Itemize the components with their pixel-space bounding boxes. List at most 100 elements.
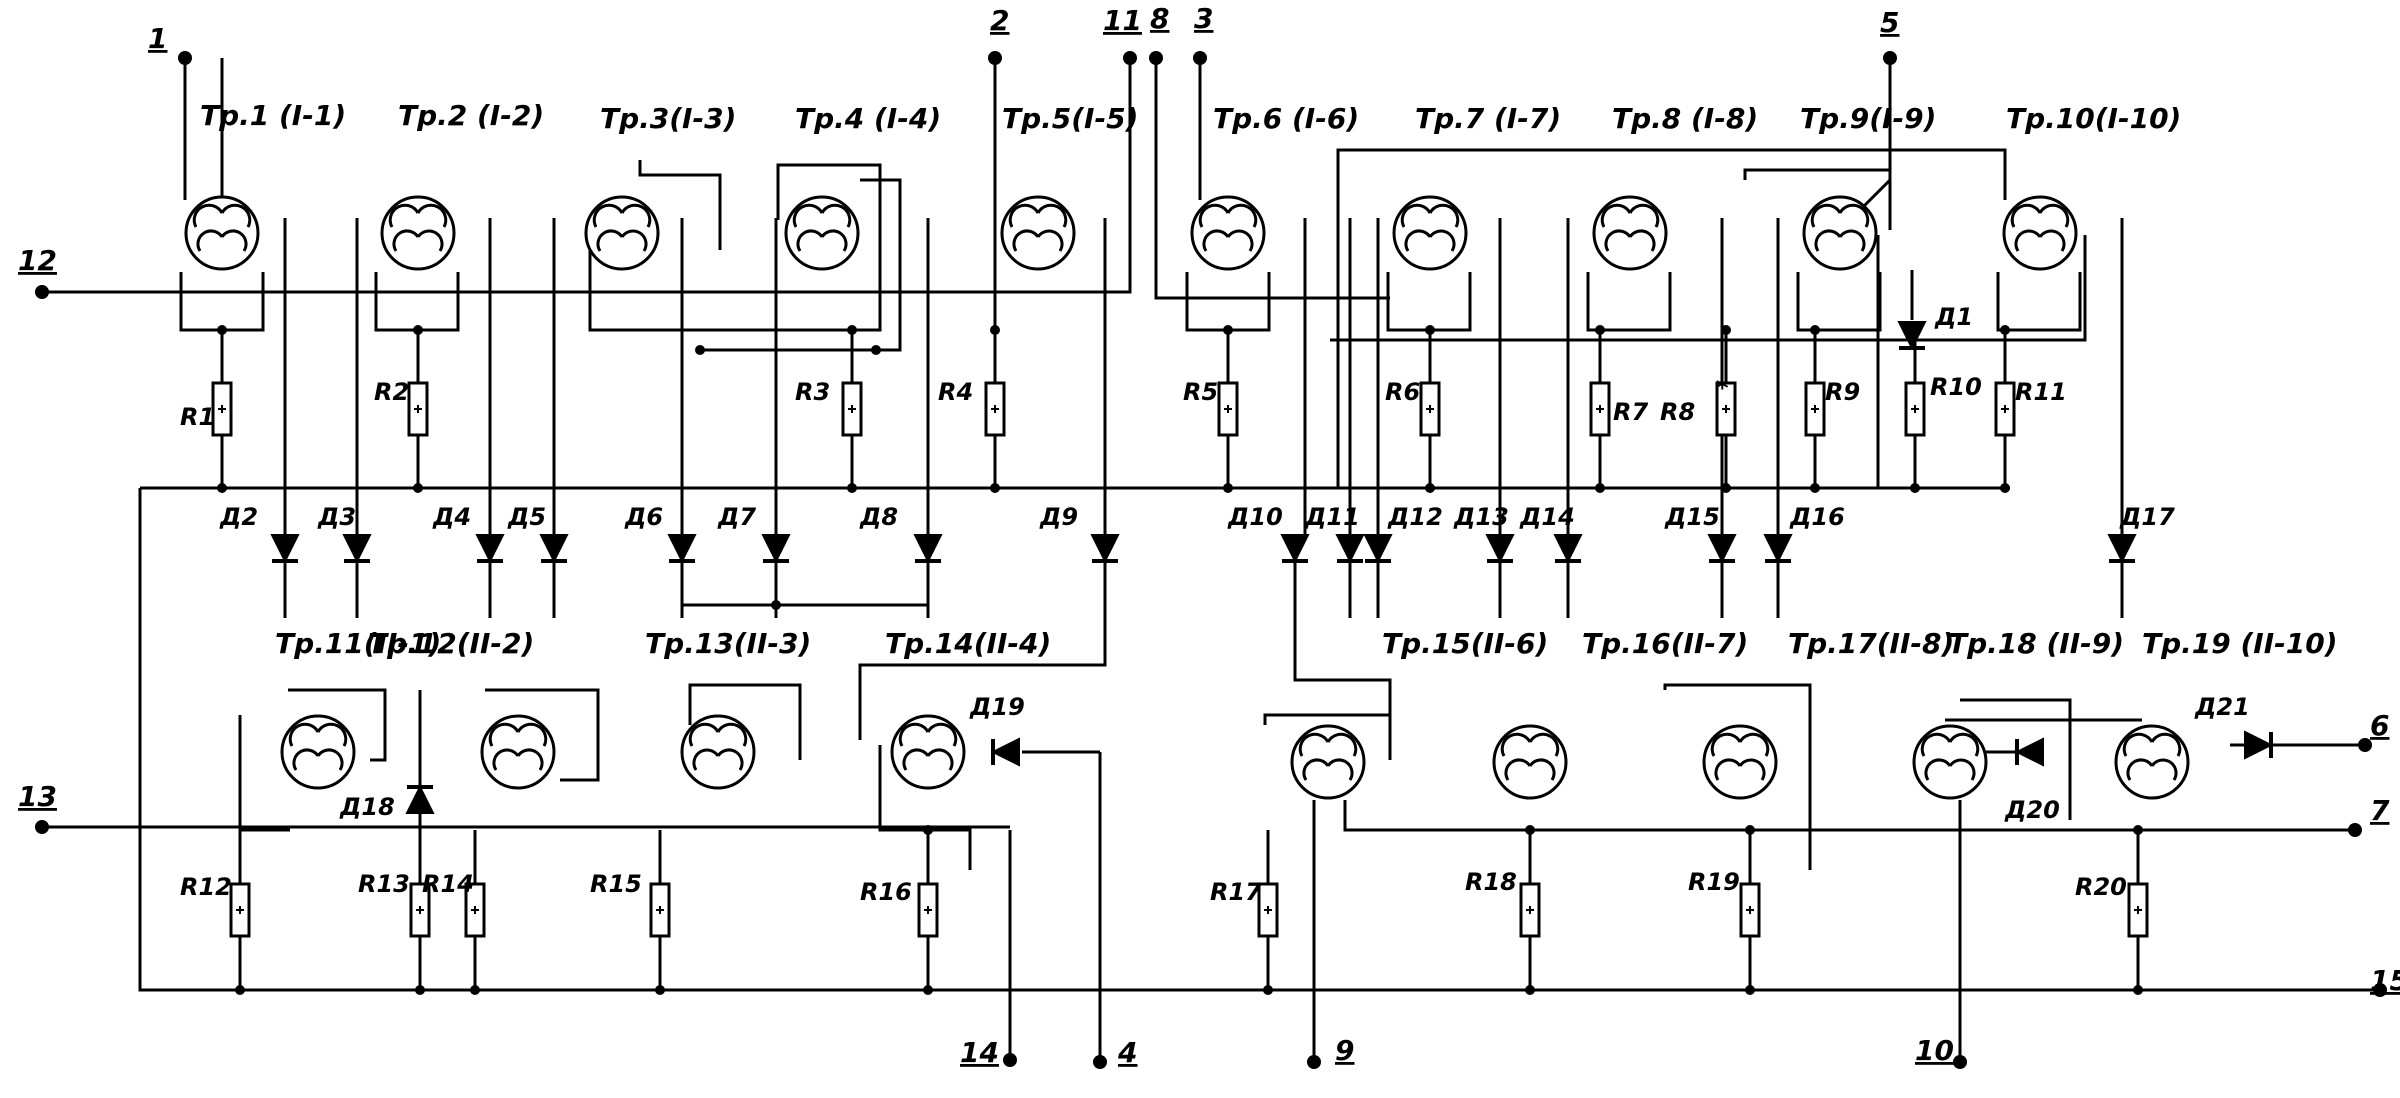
diode-d16 bbox=[1763, 534, 1793, 564]
diode-d12 bbox=[1363, 534, 1393, 564]
terminal-label: 14 bbox=[960, 1036, 999, 1069]
transistor-tr3 bbox=[584, 195, 660, 271]
resistor-r3 bbox=[841, 330, 863, 488]
diode-label: Д12 bbox=[1387, 503, 1443, 531]
resistor-r12 bbox=[229, 830, 251, 990]
resistor-r11 bbox=[1994, 330, 2016, 488]
resistor-r15 bbox=[649, 830, 671, 990]
resistor-label: R10 bbox=[1930, 373, 1982, 401]
transistor-label: Тр.1 (I-1) bbox=[200, 99, 346, 132]
resistor-r19 bbox=[1739, 830, 1761, 990]
transistor-label: Тр.6 (I-6) bbox=[1213, 102, 1359, 135]
diode-d17 bbox=[2107, 534, 2137, 564]
terminal-label: 8 bbox=[1150, 2, 1169, 35]
resistor-r18 bbox=[1519, 830, 1541, 990]
resistor-r1 bbox=[211, 330, 233, 488]
wiring bbox=[35, 51, 2387, 1069]
resistor-label: R2 bbox=[374, 378, 409, 406]
transistor-label: Тр.19 (II-10) bbox=[2142, 627, 2338, 660]
diode-d9 bbox=[1090, 534, 1120, 564]
terminal-label: 10 bbox=[1915, 1034, 1954, 1067]
diode-label: Д7 bbox=[717, 503, 756, 531]
transistor-tr14 bbox=[890, 714, 966, 790]
terminal-label: 2 bbox=[990, 4, 1009, 37]
diode-d18 bbox=[405, 784, 435, 814]
transistor-label: Тр.13(II-3) bbox=[645, 627, 811, 660]
transistor-tr16 bbox=[1492, 724, 1568, 800]
diode-label: Д18 bbox=[339, 793, 395, 821]
diode-label: Д2 bbox=[219, 503, 258, 531]
resistor-r10 bbox=[1904, 330, 1926, 488]
transistor-label: Тр.4 (I-4) bbox=[795, 102, 941, 135]
terminal-label: 3 bbox=[1194, 2, 1213, 35]
transistor-label: Тр.10(I-10) bbox=[2006, 102, 2181, 135]
diode-label: Д20 bbox=[2004, 796, 2060, 824]
resistor-r5 bbox=[1217, 330, 1239, 488]
diode-label: Д19 bbox=[969, 693, 1025, 721]
resistor-label: R14 bbox=[422, 870, 474, 898]
resistor-r14 bbox=[464, 830, 486, 990]
resistor-label: R9 bbox=[1825, 378, 1860, 406]
terminal-label: 13 bbox=[18, 780, 57, 813]
transistor-label: Тр.5(I-5) bbox=[1002, 102, 1138, 135]
diode-d10 bbox=[1280, 534, 1310, 564]
terminal-label: 6 bbox=[2370, 709, 2389, 742]
terminal-label: 7 bbox=[2370, 794, 2390, 827]
resistor-r9 bbox=[1804, 330, 1826, 488]
resistor-r13 bbox=[409, 830, 431, 990]
resistor-label: R4 bbox=[938, 378, 973, 406]
transistor-tr10 bbox=[2002, 195, 2078, 271]
terminal-label: 11 bbox=[1103, 4, 1142, 37]
transistor-tr15 bbox=[1290, 724, 1366, 800]
transistor-label: Тр.15(II-6) bbox=[1382, 627, 1548, 660]
resistor-label: R8 bbox=[1660, 398, 1695, 426]
resistor-label: R16 bbox=[860, 878, 912, 906]
resistor-r17 bbox=[1257, 830, 1279, 990]
resistor-r7 bbox=[1589, 330, 1611, 488]
diode-d13 bbox=[1485, 534, 1515, 564]
transistor-tr7 bbox=[1392, 195, 1468, 271]
resistor-r2 bbox=[407, 330, 429, 488]
diode-label: Д11 bbox=[1304, 503, 1360, 531]
terminal-label: 5 bbox=[1880, 6, 1899, 39]
terminal-label: 9 bbox=[1335, 1034, 1354, 1067]
diode-label: Д13 bbox=[1453, 503, 1509, 531]
resistor-label: R19 bbox=[1688, 868, 1740, 896]
terminal-label: 15 bbox=[2370, 964, 2400, 997]
resistor-label: R5 bbox=[1183, 378, 1218, 406]
diode-label: Д5 bbox=[507, 503, 546, 531]
transistor-tr9 bbox=[1802, 195, 1878, 271]
transistor-tr19 bbox=[2114, 724, 2190, 800]
resistor-label: R6 bbox=[1385, 378, 1420, 406]
resistor-label: R18 bbox=[1465, 868, 1517, 896]
resistor-r8 bbox=[1715, 330, 1737, 488]
diode-d8 bbox=[913, 534, 943, 564]
transistor-tr5 bbox=[1000, 195, 1076, 271]
diode-label: Д17 bbox=[2119, 503, 2175, 531]
diode-label: Д15 bbox=[1664, 503, 1720, 531]
resistor-note-mark: * bbox=[1716, 374, 1729, 402]
diode-d6 bbox=[667, 534, 697, 564]
resistor-r4 bbox=[984, 330, 1006, 488]
transistor-tr8 bbox=[1592, 195, 1668, 271]
transistor-label: Тр.2 (I-2) bbox=[398, 99, 544, 132]
transistor-tr17 bbox=[1702, 724, 1778, 800]
diode-label: Д3 bbox=[317, 503, 356, 531]
transistor-tr2 bbox=[380, 195, 456, 271]
diode-d3 bbox=[342, 534, 372, 564]
transistor-tr12 bbox=[480, 714, 556, 790]
transistor-tr4 bbox=[784, 195, 860, 271]
resistor-r16 bbox=[917, 830, 939, 990]
resistor-label: R15 bbox=[590, 870, 642, 898]
diode-d11 bbox=[1335, 534, 1365, 564]
terminal-label: 1 bbox=[148, 22, 167, 55]
transistor-label: Тр.16(II-7) bbox=[1582, 627, 1748, 660]
diode-label: Д14 bbox=[1519, 503, 1575, 531]
transistor-tr6 bbox=[1190, 195, 1266, 271]
resistor-label: R7 bbox=[1613, 398, 1648, 426]
labels: Тр.1 (I-1)Тр.2 (I-2)Тр.3(I-3)Тр.4 (I-4)Т… bbox=[18, 2, 2400, 1069]
diode-label: Д9 bbox=[1039, 503, 1078, 531]
transistor-tr1 bbox=[184, 195, 260, 271]
transistor-label: Тр.7 (I-7) bbox=[1415, 102, 1561, 135]
diode-d5 bbox=[539, 534, 569, 564]
